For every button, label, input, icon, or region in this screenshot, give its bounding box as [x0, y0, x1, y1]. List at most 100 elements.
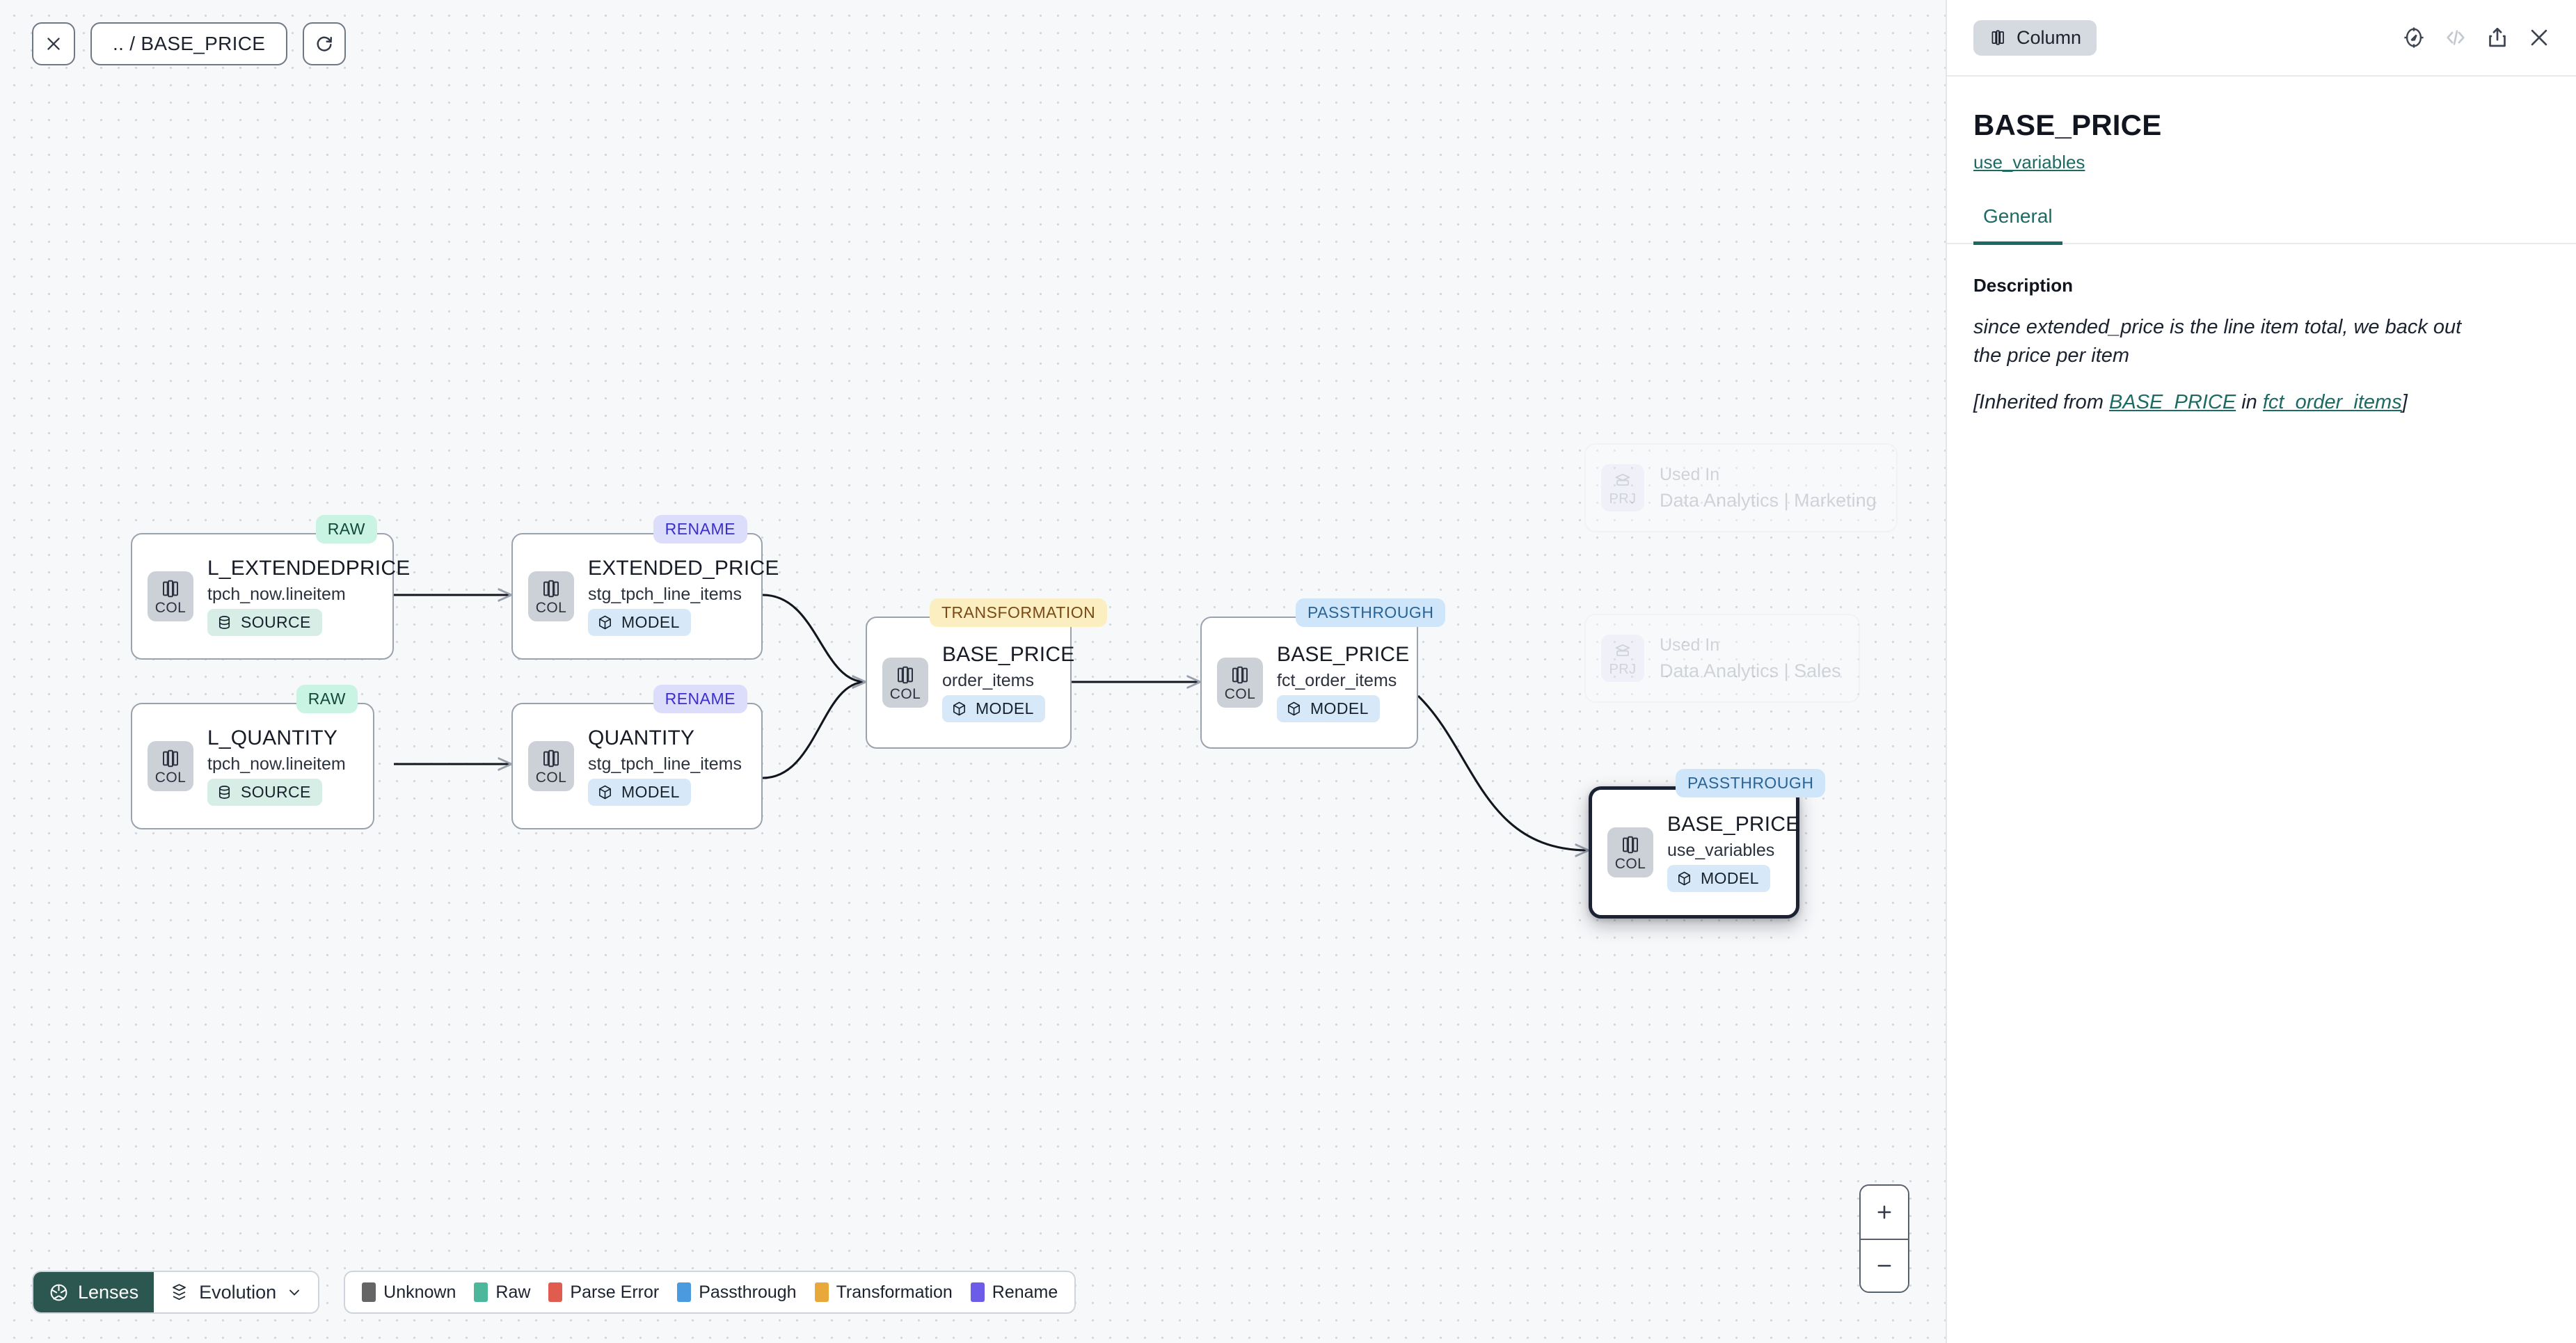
node-body: BASE_PRICE use_variables MODEL — [1667, 813, 1799, 892]
cube-icon — [1678, 871, 1690, 886]
node-kind-badge: MODEL — [1667, 865, 1770, 892]
node-kind-label: MODEL — [976, 699, 1034, 717]
node-l-quantity[interactable]: RAW COL L_QUANTITY tpch_now.lineitem SOU… — [131, 685, 374, 829]
lenses-control-group: Lenses Evolution — [32, 1271, 320, 1314]
used-in-card-sales[interactable]: PRJ Used In Data Analytics | Sales — [1584, 614, 1860, 703]
database-icon — [218, 616, 230, 629]
node-subtitle: use_variables — [1667, 841, 1775, 860]
node-body: EXTENDED_PRICE stg_tpch_line_items MODEL — [588, 557, 779, 636]
node-extended-price[interactable]: RENAME COL EXTENDED_PRICE stg_tpch_line_… — [511, 515, 779, 660]
evolution-dropdown[interactable]: Evolution — [154, 1272, 319, 1312]
description-text: since extended_price is the line item to… — [1973, 316, 2462, 367]
column-type-badge: COL — [528, 741, 574, 791]
lineage-canvas[interactable]: .. / BASE_PRICE — [0, 0, 1946, 1343]
inherited-suffix: ] — [2401, 391, 2408, 414]
node-tag: TRANSFORMATION — [930, 598, 1108, 627]
close-lineage-button[interactable] — [32, 22, 75, 65]
node-tag: RAW — [315, 515, 377, 543]
details-panel: Column — [1946, 0, 2576, 1343]
column-icon — [543, 749, 559, 767]
panel-tabs: General — [1947, 198, 2576, 245]
zoom-out-button[interactable] — [1861, 1239, 1908, 1292]
used-in-label: Used In — [1660, 635, 1720, 655]
legend-item-rename: Rename — [970, 1282, 1058, 1303]
close-icon — [47, 38, 60, 50]
project-type-badge: PRJ — [1601, 635, 1644, 682]
lenses-label: Lenses — [78, 1281, 139, 1303]
share-button[interactable] — [2486, 26, 2509, 49]
close-icon — [2531, 29, 2547, 46]
zoom-in-button[interactable] — [1861, 1186, 1908, 1239]
project-icon — [1615, 644, 1630, 656]
node-kind-label: MODEL — [621, 613, 680, 631]
edge-quantity-to-baseprice — [762, 682, 866, 779]
column-badge-label: COL — [154, 769, 186, 786]
lineage-legend: Unknown Raw Parse Error Passthrough Tran… — [344, 1271, 1076, 1314]
legend-label: Unknown — [383, 1282, 456, 1302]
column-type-badge: COL — [148, 741, 193, 791]
project-icon — [1615, 473, 1630, 486]
node-kind-badge: MODEL — [588, 609, 691, 636]
node-body: BASE_PRICE fct_order_items MODEL — [1277, 643, 1409, 722]
used-in-body: Used In Data Analytics | Sales — [1660, 635, 1841, 682]
close-panel-button[interactable] — [2527, 26, 2551, 49]
inherited-prefix: [Inherited from — [1973, 391, 2110, 414]
node-base-price-order-items[interactable]: TRANSFORMATION COL BASE_PRICE order_item… — [866, 598, 1108, 749]
node-body: L_EXTENDEDPRICE tpch_now.lineitem SOURCE — [207, 557, 410, 636]
column-badge-label: COL — [1224, 685, 1256, 702]
column-icon — [1991, 30, 2004, 45]
tab-general[interactable]: General — [1973, 198, 2062, 245]
canvas-toolbar: .. / BASE_PRICE — [32, 22, 347, 65]
node-kind-badge: MODEL — [1277, 695, 1380, 722]
legend-swatch — [677, 1282, 692, 1302]
node-base-price-fct-order-items[interactable]: PASSTHROUGH COL BASE_PRICE fct_order_ite… — [1200, 598, 1446, 749]
legend-item-transformation: Transformation — [814, 1282, 953, 1303]
used-in-value: Data Analytics | Sales — [1660, 660, 1841, 681]
node-kind-badge: SOURCE — [207, 609, 322, 636]
view-code-button[interactable] — [2444, 26, 2467, 49]
panel-title: BASE_PRICE — [1973, 109, 2162, 141]
column-type-badge: COL — [1217, 658, 1263, 708]
code-icon — [2447, 30, 2465, 45]
node-kind-badge: MODEL — [588, 779, 691, 806]
node-title: L_QUANTITY — [207, 726, 338, 749]
column-type-badge: COL — [882, 658, 928, 708]
lenses-button[interactable]: Lenses — [33, 1272, 154, 1312]
inherited-model-link[interactable]: fct_order_items — [2262, 391, 2402, 414]
legend-label: Parse Error — [570, 1282, 660, 1302]
column-icon — [1232, 666, 1248, 683]
breadcrumb-label: .. / BASE_PRICE — [113, 33, 266, 54]
evolution-label: Evolution — [199, 1281, 277, 1303]
node-kind-label: SOURCE — [241, 613, 311, 631]
used-in-value: Data Analytics | Marketing — [1660, 489, 1877, 511]
legend-swatch — [362, 1282, 376, 1302]
node-kind-badge: MODEL — [942, 695, 1045, 722]
entity-type-chip[interactable]: Column — [1973, 19, 2097, 56]
used-in-card-marketing[interactable]: PRJ Used In Data Analytics | Marketing — [1584, 443, 1898, 532]
node-tag: RENAME — [653, 685, 747, 713]
cube-icon — [599, 615, 611, 630]
node-kind-label: MODEL — [1310, 699, 1369, 717]
node-quantity[interactable]: RENAME COL QUANTITY stg_tpch_line_items … — [511, 685, 763, 829]
used-in-body: Used In Data Analytics | Marketing — [1660, 465, 1877, 511]
node-kind-label: MODEL — [621, 783, 680, 801]
node-subtitle: stg_tpch_line_items — [588, 754, 742, 774]
breadcrumb-button[interactable]: .. / BASE_PRICE — [90, 22, 288, 65]
refresh-button[interactable] — [303, 22, 347, 65]
minus-icon — [1877, 1264, 1891, 1267]
legend-label: Rename — [992, 1282, 1058, 1302]
column-type-badge: COL — [148, 571, 193, 621]
node-title: BASE_PRICE — [942, 643, 1075, 666]
bottom-toolbar: Lenses Evolution Unknown Raw — [32, 1271, 1076, 1314]
node-l-extendedprice[interactable]: RAW COL L_EXTENDEDPRICE tpch_now.lineite… — [131, 515, 410, 660]
legend-swatch — [814, 1282, 829, 1302]
zoom-controls — [1859, 1184, 1909, 1293]
column-badge-label: COL — [889, 685, 921, 702]
cube-icon — [1288, 701, 1300, 716]
parent-model-link[interactable]: use_variables — [1973, 152, 2085, 173]
node-base-price-use-variables[interactable]: PASSTHROUGH COL BASE_PRICE use_variables… — [1589, 769, 1826, 919]
inherited-column-link[interactable]: BASE_PRICE — [2109, 391, 2236, 414]
node-title: QUANTITY — [588, 726, 695, 749]
explore-button[interactable] — [2402, 26, 2426, 49]
node-title: BASE_PRICE — [1667, 813, 1800, 836]
